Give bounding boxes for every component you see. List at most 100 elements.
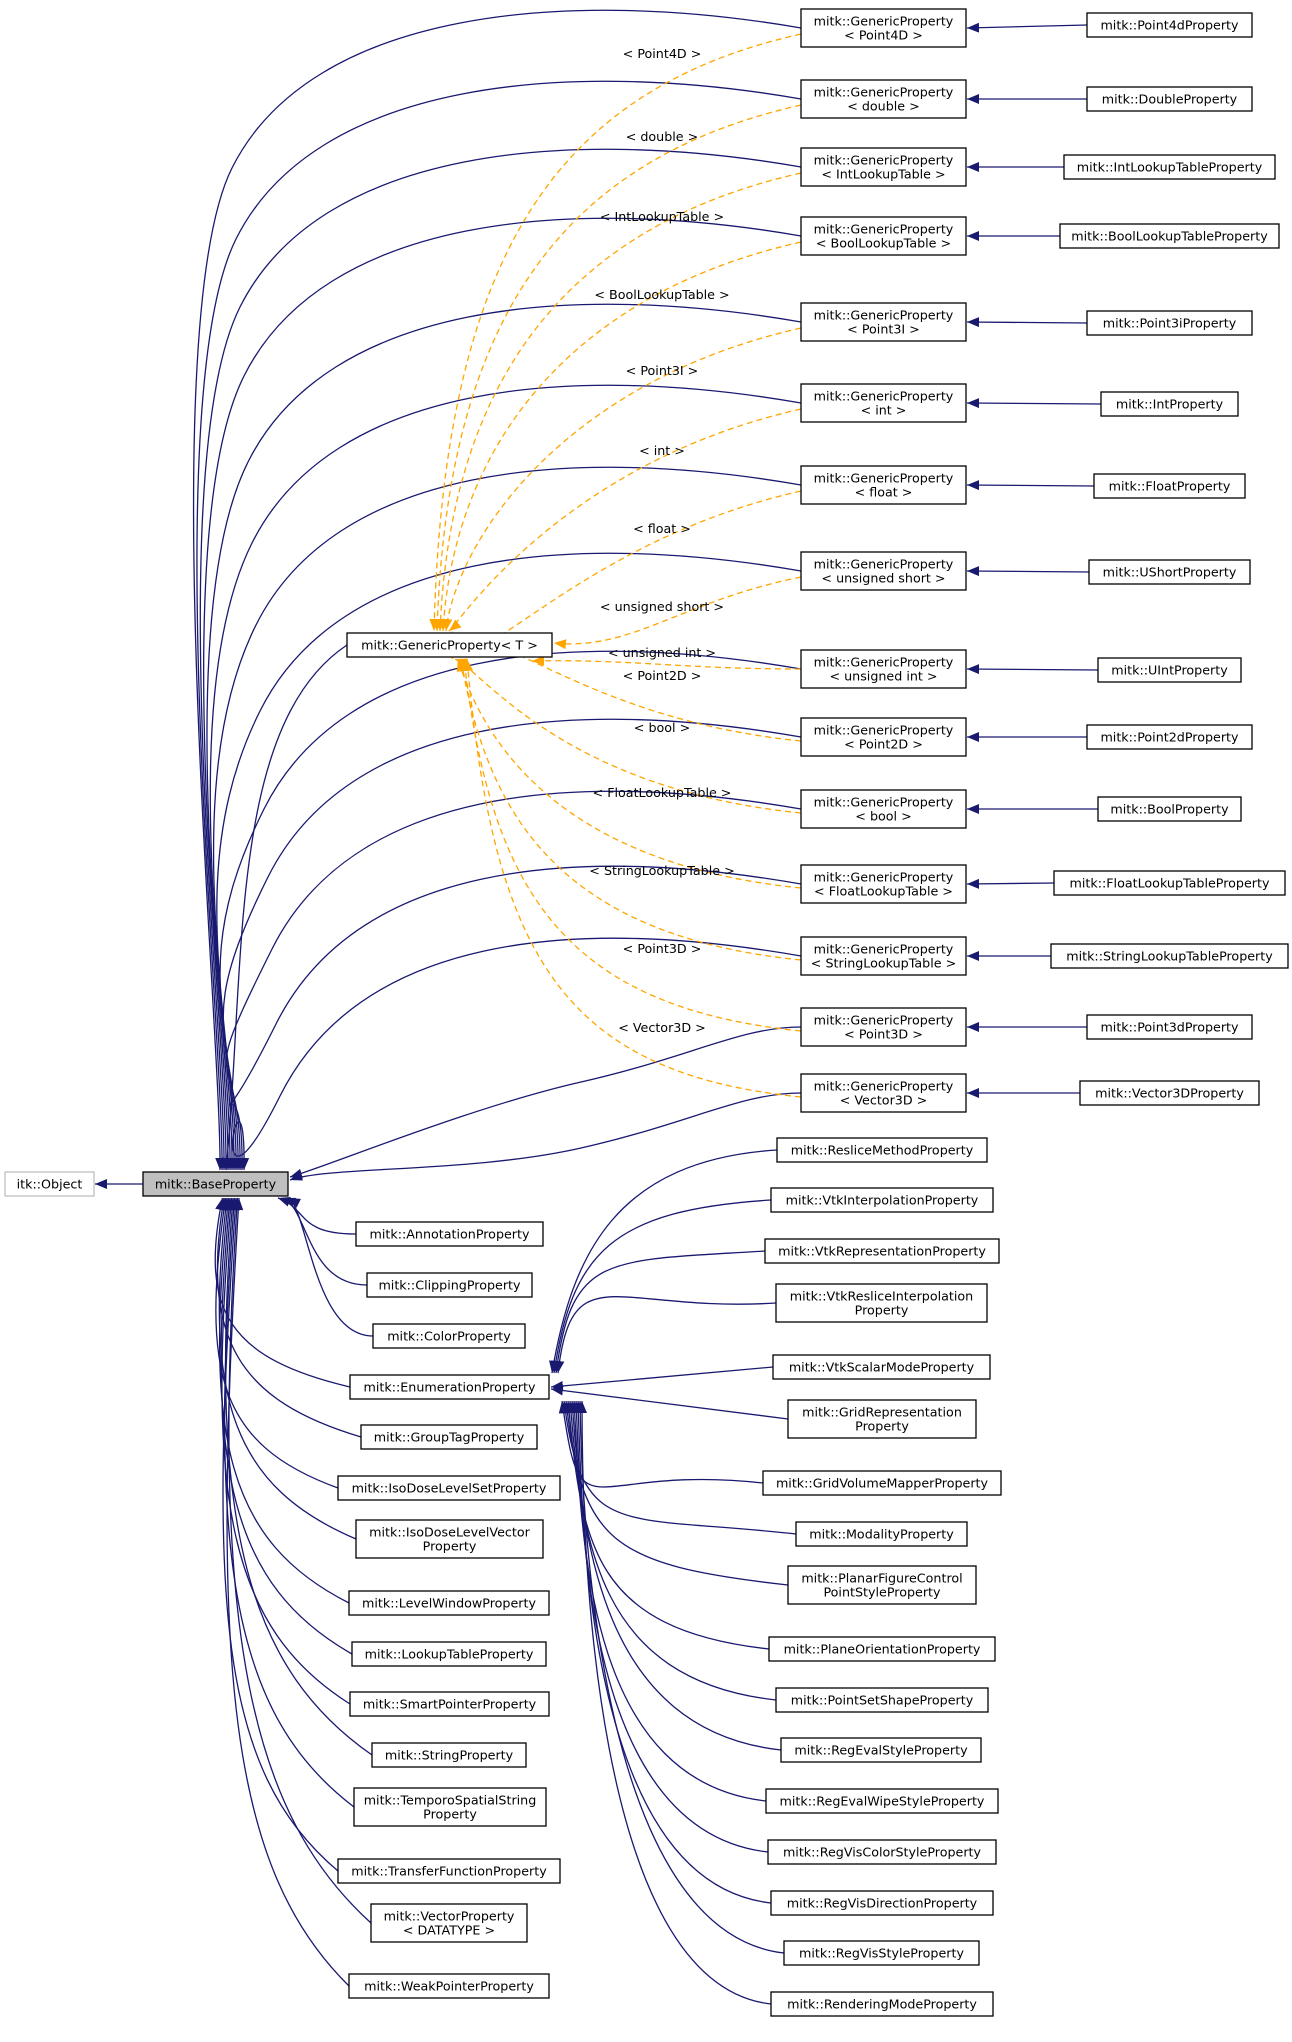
- class-node-pointsetshape-property[interactable]: mitk::PointSetShapeProperty: [775, 1687, 989, 1713]
- class-node-weakpointer-property[interactable]: mitk::WeakPointerProperty: [348, 1973, 550, 1999]
- class-node-annotation-property[interactable]: mitk::AnnotationProperty: [355, 1221, 544, 1247]
- class-node-float-property[interactable]: mitk::FloatProperty: [1093, 473, 1246, 499]
- class-box: [1063, 154, 1276, 180]
- class-name-line: mitk::GenericProperty: [814, 942, 954, 957]
- class-node-regevalwipestyle-property[interactable]: mitk::RegEvalWipeStyleProperty: [765, 1788, 999, 1814]
- class-box: [800, 383, 967, 423]
- edge-weakpointer_property-to-baseproperty: [226, 1197, 350, 1987]
- class-node-planarfigurecontrol-property[interactable]: mitk::PlanarFigureControlPointStylePrope…: [787, 1565, 977, 1605]
- class-node-smartpointer-property[interactable]: mitk::SmartPointerProperty: [349, 1691, 550, 1717]
- edge-gp_uint-to-baseproperty: [219, 650, 802, 1171]
- class-box: [800, 551, 967, 591]
- class-node-reslicemethod-property[interactable]: mitk::ResliceMethodProperty: [776, 1137, 988, 1163]
- class-box: [349, 1374, 550, 1400]
- class-box: [770, 1890, 994, 1916]
- class-node-int-property[interactable]: mitk::IntProperty: [1100, 391, 1239, 417]
- class-node-regvisdirection-property[interactable]: mitk::RegVisDirectionProperty: [770, 1890, 994, 1916]
- class-node-regviscolorstyle-property[interactable]: mitk::RegVisColorStyleProperty: [767, 1839, 997, 1865]
- class-node-modality-property[interactable]: mitk::ModalityProperty: [795, 1521, 968, 1547]
- class-node-clipping-property[interactable]: mitk::ClippingProperty: [366, 1272, 533, 1298]
- class-node-ushort-property[interactable]: mitk::UShortProperty: [1088, 559, 1251, 585]
- class-name-line: mitk::GenericProperty: [814, 222, 954, 237]
- class-node-renderingmode-property[interactable]: mitk::RenderingModeProperty: [770, 1991, 994, 2017]
- class-name-line: mitk::GenericProperty: [814, 723, 954, 738]
- edge-vector_property-to-baseproperty: [228, 1197, 372, 1924]
- class-box: [787, 1399, 977, 1439]
- class-box: [142, 1171, 289, 1197]
- class-name-line: < StringLookupTable >: [811, 956, 956, 971]
- class-box: [1097, 657, 1242, 683]
- class-node-gp-ushort[interactable]: mitk::GenericProperty< unsigned short >: [800, 551, 967, 591]
- template-edge-gp_ushort: [553, 576, 802, 650]
- class-box: [348, 1973, 550, 1999]
- class-node-point2d-property[interactable]: mitk::Point2dProperty: [1086, 724, 1253, 750]
- edge-levelwindow_property-to-baseproperty: [218, 1197, 350, 1604]
- class-node-stringlookuptable-property[interactable]: mitk::StringLookupTableProperty: [1050, 943, 1289, 969]
- class-node-gp-int[interactable]: mitk::GenericProperty< int >: [800, 383, 967, 423]
- template-edge-gp_float: [448, 490, 802, 651]
- edge-gp_boollookuptable-to-baseproperty: [203, 217, 802, 1171]
- class-node-floatlookuptable-property[interactable]: mitk::FloatLookupTableProperty: [1053, 870, 1286, 896]
- class-node-boollookuptable-property[interactable]: mitk::BoolLookupTableProperty: [1059, 223, 1280, 249]
- class-box: [765, 1788, 999, 1814]
- class-node-vector-property[interactable]: mitk::VectorProperty< DATATYPE >: [370, 1903, 528, 1943]
- class-node-regvisstyle-property[interactable]: mitk::RegVisStyleProperty: [783, 1940, 980, 1966]
- class-box: [764, 1238, 1000, 1264]
- class-box: [355, 1221, 544, 1247]
- class-node-gp-intlookuptable[interactable]: mitk::GenericProperty< IntLookupTable >: [800, 147, 967, 187]
- class-node-gp-floatlookuptable[interactable]: mitk::GenericProperty< FloatLookupTable …: [800, 864, 967, 904]
- class-node-transferfunction-property[interactable]: mitk::TransferFunctionProperty: [337, 1858, 561, 1884]
- class-node-gp-point4d[interactable]: mitk::GenericProperty< Point4D >: [800, 8, 967, 48]
- nodes-layer: itk::Object mitk::BaseProperty mitk::Gener…: [4, 8, 1289, 2017]
- class-node-point3i-property[interactable]: mitk::Point3iProperty: [1086, 310, 1253, 336]
- class-node-point4d-property[interactable]: mitk::Point4dProperty: [1086, 12, 1253, 38]
- class-node-base-property[interactable]: mitk::BaseProperty: [142, 1171, 289, 1197]
- class-node-point3d-property[interactable]: mitk::Point3dProperty: [1086, 1014, 1253, 1040]
- class-node-gp-float[interactable]: mitk::GenericProperty< float >: [800, 465, 967, 505]
- class-box: [1050, 943, 1289, 969]
- class-node-lookuptable-property[interactable]: mitk::LookupTableProperty: [351, 1641, 547, 1667]
- edge-gridvolumemapper_property-to-enumerationproperty: [558, 1400, 764, 1488]
- class-node-grouptag-property[interactable]: mitk::GroupTagProperty: [360, 1424, 538, 1450]
- class-name-line: mitk::VtkScalarModeProperty: [789, 1360, 975, 1375]
- edge-reslicemethod_property-to-enumerationproperty: [549, 1149, 778, 1374]
- class-node-gp-double[interactable]: mitk::GenericProperty< double >: [800, 79, 967, 119]
- class-node-uint-property[interactable]: mitk::UIntProperty: [1097, 657, 1242, 683]
- class-node-gp-boollookuptable[interactable]: mitk::GenericProperty< BoolLookupTable >: [800, 216, 967, 256]
- template-edge-gp_floatlookuptable: [456, 658, 802, 889]
- class-node-generic-property-t[interactable]: mitk::GenericProperty< T >: [346, 632, 553, 658]
- class-node-isodoselevelset-property[interactable]: mitk::IsoDoseLevelSetProperty: [337, 1475, 561, 1501]
- edge-vtkscalarmode_property-to-enumerationproperty: [550, 1366, 774, 1391]
- class-node-vtkscalarmode-property[interactable]: mitk::VtkScalarModeProperty: [772, 1354, 991, 1380]
- class-box: [800, 302, 967, 342]
- class-node-itk-object[interactable]: itk::Object: [4, 1171, 95, 1197]
- class-node-bool-property[interactable]: mitk::BoolProperty: [1097, 796, 1242, 822]
- class-node-vtkinterpolation-property[interactable]: mitk::VtkInterpolationProperty: [770, 1187, 994, 1213]
- edge-point3i_property-to-gp_point3i: [966, 317, 1088, 328]
- class-node-gp-stringlookuptable[interactable]: mitk::GenericProperty< StringLookupTable…: [800, 936, 967, 976]
- class-node-intlookuptable-property[interactable]: mitk::IntLookupTableProperty: [1063, 154, 1276, 180]
- class-node-gp-point3i[interactable]: mitk::GenericProperty< Point3I >: [800, 302, 967, 342]
- edge-vtkrepresentation_property-to-enumerationproperty: [552, 1250, 766, 1374]
- class-node-vtkrepresentation-property[interactable]: mitk::VtkRepresentationProperty: [764, 1238, 1000, 1264]
- template-edge-gp_point3i: [442, 327, 802, 632]
- class-node-gp-vector3d[interactable]: mitk::GenericProperty< Vector3D >: [800, 1073, 967, 1113]
- class-node-gp-point3d[interactable]: mitk::GenericProperty< Point3D >: [800, 1007, 967, 1047]
- class-node-planeorientation-property[interactable]: mitk::PlaneOrientationProperty: [768, 1636, 996, 1662]
- class-name-line: < unsigned int >: [829, 669, 937, 684]
- class-node-double-property[interactable]: mitk::DoubleProperty: [1086, 86, 1253, 112]
- class-node-gp-bool[interactable]: mitk::GenericProperty< bool >: [800, 789, 967, 829]
- class-node-enumeration-property[interactable]: mitk::EnumerationProperty: [349, 1374, 550, 1400]
- class-node-vector3d-property[interactable]: mitk::Vector3DProperty: [1079, 1080, 1260, 1106]
- class-node-color-property[interactable]: mitk::ColorProperty: [372, 1323, 526, 1349]
- class-node-gp-uint[interactable]: mitk::GenericProperty< unsigned int >: [800, 649, 967, 689]
- class-node-regevalstyle-property[interactable]: mitk::RegEvalStyleProperty: [780, 1737, 982, 1763]
- class-node-levelwindow-property[interactable]: mitk::LevelWindowProperty: [348, 1590, 550, 1616]
- class-node-gridvolumemapper-property[interactable]: mitk::GridVolumeMapperProperty: [762, 1470, 1002, 1496]
- class-node-gp-point2d[interactable]: mitk::GenericProperty< Point2D >: [800, 717, 967, 757]
- class-node-string-property[interactable]: mitk::StringProperty: [371, 1742, 527, 1768]
